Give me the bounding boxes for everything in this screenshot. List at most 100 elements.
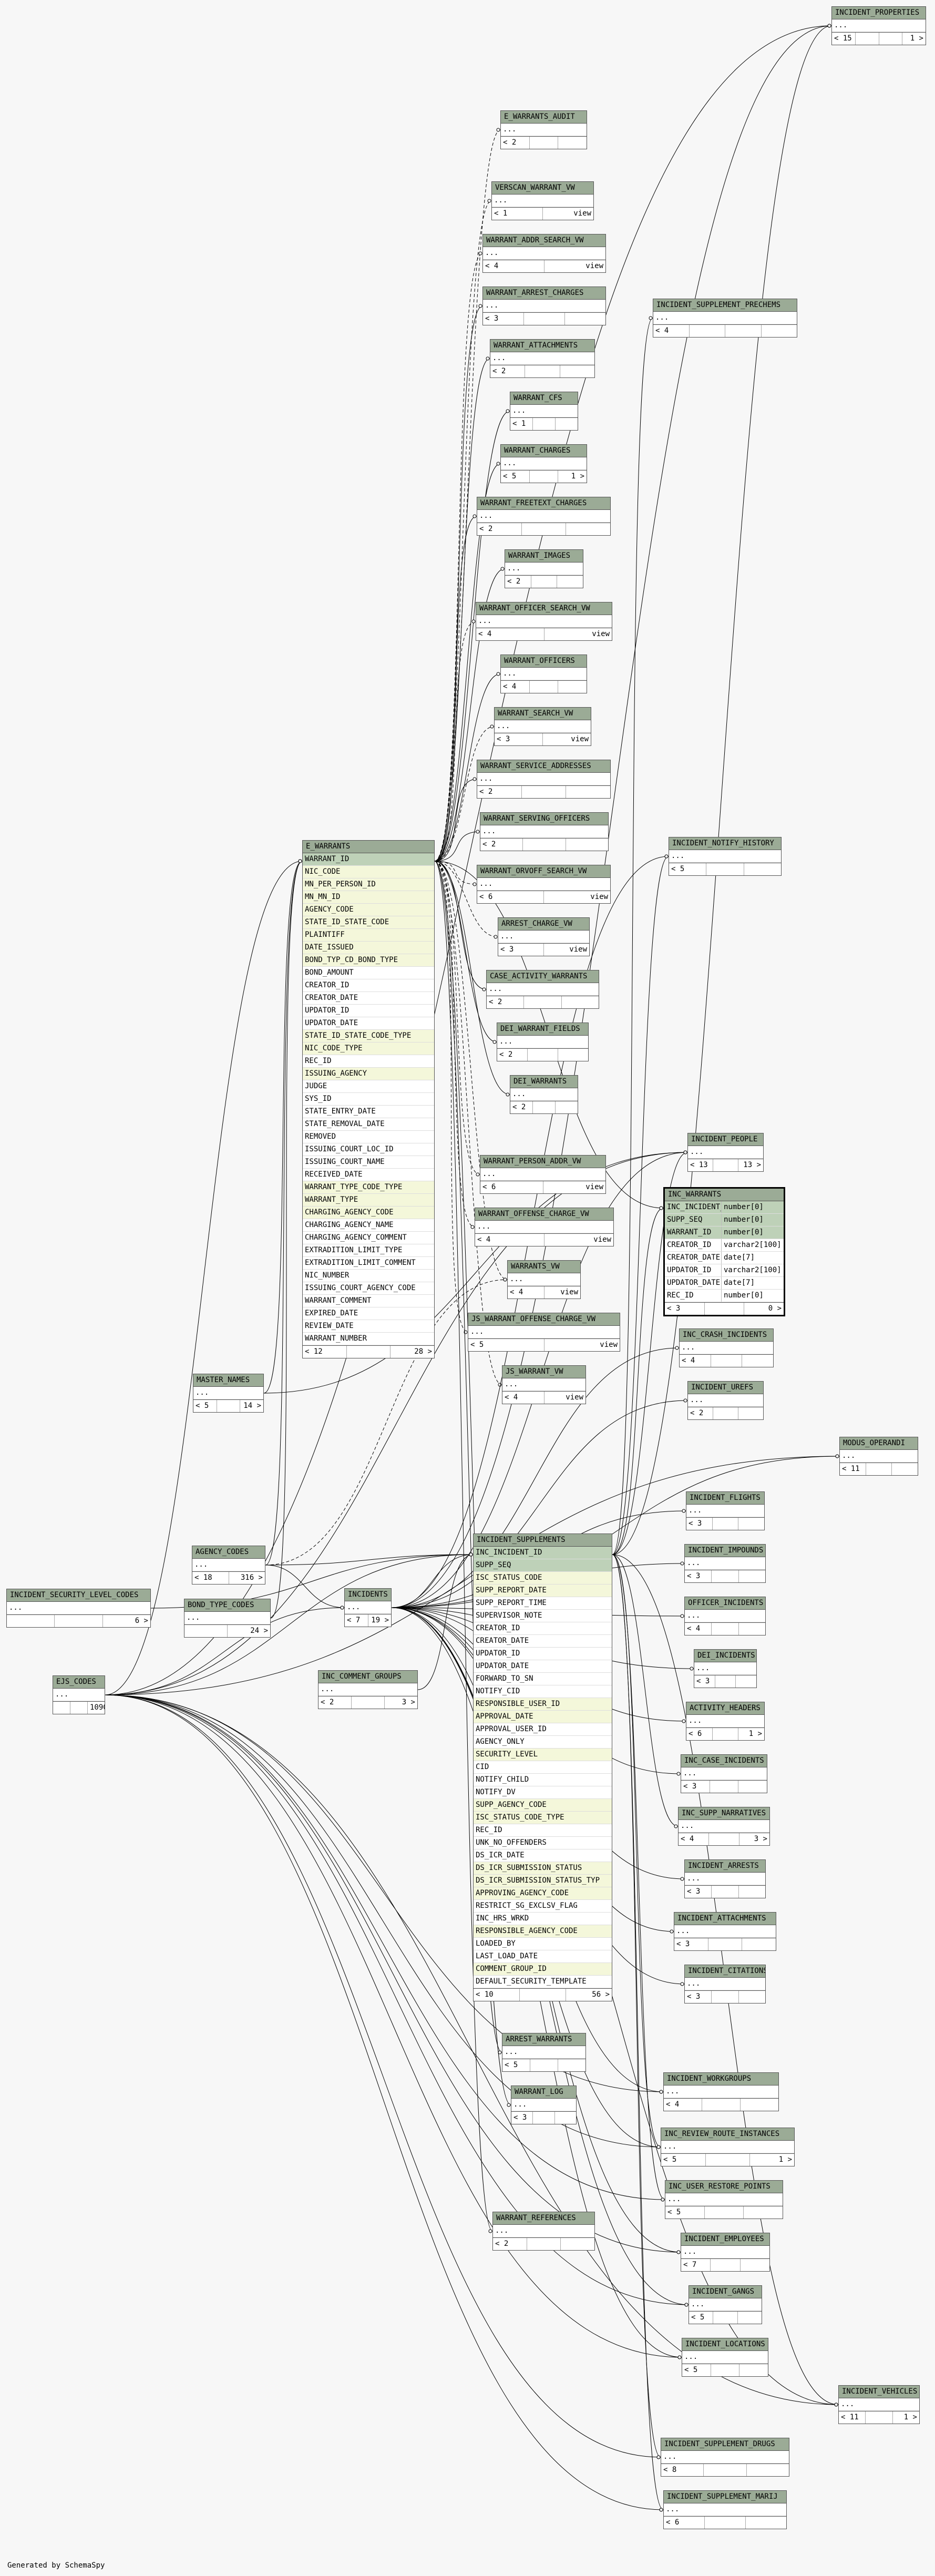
column-name: AGENCY_CODE xyxy=(305,905,354,914)
table-incident-supplement-marij[interactable]: INCIDENT_SUPPLEMENT_MARIJ...< 6 xyxy=(663,2490,787,2529)
table-warrant-officers[interactable]: WARRANT_OFFICERS...< 4 xyxy=(500,655,587,693)
table-dei-incidents[interactable]: DEI_INCIDENTS...< 3 xyxy=(694,1649,757,1688)
table-warrant-attachments[interactable]: WARRANT_ATTACHMENTS...< 2 xyxy=(490,339,595,378)
footer-cell xyxy=(532,418,555,430)
relationship-edge xyxy=(434,861,510,1095)
column-row: STATE_REMOVAL_DATE xyxy=(303,1118,434,1131)
table-warrant-log[interactable]: WARRANT_LOG...< 3 xyxy=(511,2086,577,2124)
column-name: ... xyxy=(196,1388,209,1397)
edge-endpoint xyxy=(690,1667,694,1671)
table-e-warrants-audit[interactable]: E_WARRANTS_AUDIT...< 2 xyxy=(500,110,587,149)
column-name: WARRANT_TYPE xyxy=(305,1195,358,1204)
column-row: BOND_AMOUNT xyxy=(303,967,434,979)
footer-cell: 24 > xyxy=(227,1625,270,1637)
footer-cell xyxy=(566,523,610,535)
table-warrant-freetext-charges[interactable]: WARRANT_FREETEXT_CHARGES...< 2 xyxy=(477,497,611,536)
table-incident-citations[interactable]: INCIDENT_CITATIONS...< 3 xyxy=(684,1965,766,2003)
table-dei-warrant-fields[interactable]: DEI_WARRANT_FIELDS...< 2 xyxy=(497,1023,589,1061)
footer-cell: < 5 xyxy=(671,865,685,873)
footer-cell: < 3 xyxy=(513,2113,527,2122)
table-incident-notify-history[interactable]: INCIDENT_NOTIFY_HISTORY...< 5 xyxy=(669,837,782,876)
table-title: JS_WARRANT_VW xyxy=(502,1366,585,1378)
table-title: WARRANT_ORVOFF_SEARCH_VW xyxy=(477,865,610,878)
table-ejs-codes[interactable]: EJS_CODES...1090 > xyxy=(53,1675,105,1714)
footer-cell xyxy=(710,2364,739,2376)
table-warrant-serving-officers[interactable]: WARRANT_SERVING_OFFICERS...< 2 xyxy=(480,812,609,851)
table-warrant-arrest-charges[interactable]: WARRANT_ARREST_CHARGES...< 3 xyxy=(482,287,606,325)
table-inc-crash-incidents[interactable]: INC_CRASH_INCIDENTS...< 4 xyxy=(679,1328,774,1367)
table-incident-workgroups[interactable]: INCIDENT_WORKGROUPS...< 4 xyxy=(663,2072,779,2111)
table-modus-operandi[interactable]: MODUS_OPERANDI...< 11 xyxy=(839,1437,918,1476)
column-name: ... xyxy=(510,1275,523,1283)
column-row: ... xyxy=(501,668,587,680)
column-name: ... xyxy=(655,313,669,322)
table-incident-supplement-drugs[interactable]: INCIDENT_SUPPLEMENT_DRUGS...< 8 xyxy=(661,2438,789,2477)
table-title: WARRANT_OFFENSE_CHARGE_VW xyxy=(475,1208,613,1221)
table-incident-security-level-codes[interactable]: INCIDENT_SECURITY_LEVEL_CODES...6 > xyxy=(6,1589,151,1628)
edge-endpoint xyxy=(471,619,476,623)
table-incident-attachments[interactable]: INCIDENT_ATTACHMENTS...< 3 xyxy=(674,1912,776,1951)
table-incident-flights[interactable]: INCIDENT_FLIGHTS...< 3 xyxy=(686,1491,765,1530)
table-incident-employees[interactable]: INCIDENT_EMPLOYEES...< 7 xyxy=(681,2233,770,2272)
table-incident-arrests[interactable]: INCIDENT_ARRESTS...< 3 xyxy=(684,1859,766,1898)
table-inc-warrants[interactable]: INC_WARRANTSINC_INCIDENT_IDnumber[0]SUPP… xyxy=(663,1187,785,1316)
table-incident-urefs[interactable]: INCIDENT_UREFS...< 2 xyxy=(687,1381,764,1420)
column-name: ... xyxy=(513,2100,527,2109)
table-incident-gangs[interactable]: INCIDENT_GANGS...< 5 xyxy=(689,2285,762,2324)
column-row: REC_ID xyxy=(303,1055,434,1068)
table-bond-type-codes[interactable]: BOND_TYPE_CODES...24 > xyxy=(184,1599,271,1638)
table-warrant-images[interactable]: WARRANT_IMAGES...< 2 xyxy=(505,549,583,588)
table-warrant-cfs[interactable]: WARRANT_CFS...< 1 xyxy=(510,392,578,431)
footer-cell xyxy=(532,2112,554,2124)
table-incident-supplement-prechems[interactable]: INCIDENT_SUPPLEMENT_PRECHEMS...< 4 xyxy=(653,299,797,338)
footer-cell xyxy=(740,2099,778,2111)
table-officer-incidents[interactable]: OFFICER_INCIDENTS...< 4 xyxy=(684,1597,766,1635)
table-incident-impounds[interactable]: INCIDENT_IMPOUNDS...< 3 xyxy=(684,1544,766,1583)
column-row: ... xyxy=(510,405,578,417)
table-warrant-service-addresses[interactable]: WARRANT_SERVICE_ADDRESSES...< 2 xyxy=(477,760,611,799)
column-name: ... xyxy=(682,1343,695,1352)
column-row: ... xyxy=(688,1394,763,1407)
table-inc-case-incidents[interactable]: INC_CASE_INCIDENTS...< 3 xyxy=(681,1754,767,1793)
column-row: DS_ICR_SUBMISSION_STATUS_TYP xyxy=(474,1875,612,1887)
table-title: EJS_CODES xyxy=(53,1676,105,1689)
column-row: WARRANT_TYPE_CODE_TYPE xyxy=(303,1181,434,1194)
column-row: RECEIVED_DATE xyxy=(303,1169,434,1181)
table-inc-user-restore-points[interactable]: INC_USER_RESTORE_POINTS...< 5 xyxy=(665,2180,783,2219)
table-warrant-references[interactable]: WARRANT_REFERENCES...< 2 xyxy=(492,2212,595,2251)
relationship-edge xyxy=(265,861,303,1566)
table-title: AGENCY_CODES xyxy=(192,1546,265,1559)
table-arrest-warrants[interactable]: ARREST_WARRANTS...< 5 xyxy=(502,2033,586,2072)
table-title: ACTIVITY_HEADERS xyxy=(686,1702,764,1715)
table-incident-locations[interactable]: INCIDENT_LOCATIONS...< 5 xyxy=(682,2338,768,2377)
table-title: MASTER_NAMES xyxy=(193,1374,263,1387)
table-case-activity-warrants[interactable]: CASE_ACTIVITY_WARRANTS...< 2 xyxy=(486,970,599,1009)
table-dei-warrants[interactable]: DEI_WARRANTS...< 2 xyxy=(510,1075,578,1114)
